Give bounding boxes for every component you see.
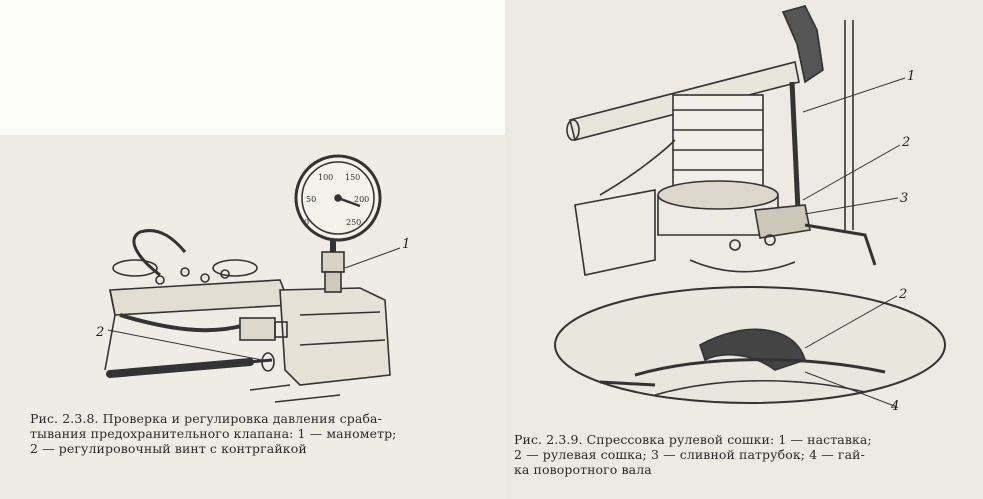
figure-2-3-9-caption: Рис. 2.3.9. Спрессовка рулевой сошки: 1 … [514, 432, 976, 477]
figure-2-3-8-illustration: 0 50 100 150 200 250 1 2 [95, 154, 410, 403]
hammer-head [781, 5, 824, 84]
pump-cap [112, 259, 158, 277]
callout-1: 1 [907, 69, 915, 84]
callout-2: 2 [901, 135, 910, 150]
gauge-fitting [321, 251, 345, 273]
gauge-tick-100: 100 [318, 173, 333, 182]
callout-2: 2 [95, 325, 104, 340]
callout-1: 1 [402, 237, 410, 252]
caption-line: ка поворотного вала [514, 462, 652, 477]
gauge-tick-200: 200 [354, 195, 369, 204]
figure-2-3-8-caption: Рис. 2.3.8. Проверка и регулировка давле… [30, 411, 500, 456]
figure-2-3-9-illustration: 1 2 3 2 4 [554, 5, 946, 410]
caption-line: 2 — регулировочный винт с контргайкой [30, 441, 307, 456]
press-cylinder [672, 94, 764, 196]
gauge-tick-250: 250 [346, 218, 361, 227]
caption-line: 2 — рулевая сошка; 3 — сливной патрубок;… [514, 447, 865, 462]
callout-4: 4 [890, 399, 899, 410]
paper-background-left [0, 135, 505, 499]
gauge-tick-150: 150 [345, 173, 360, 182]
caption-line: Рис. 2.3.9. Спрессовка рулевой сошки: 1 … [514, 432, 872, 447]
gauge-tick-50: 50 [306, 195, 316, 204]
callout-2-inset: 2 [898, 287, 907, 302]
caption-line: Рис. 2.3.8. Проверка и регулировка давле… [30, 411, 382, 426]
caption-line: тывания предохранительного клапана: 1 — … [30, 426, 397, 441]
callout-3: 3 [900, 191, 908, 206]
gauge-tick-0: 0 [304, 218, 309, 227]
